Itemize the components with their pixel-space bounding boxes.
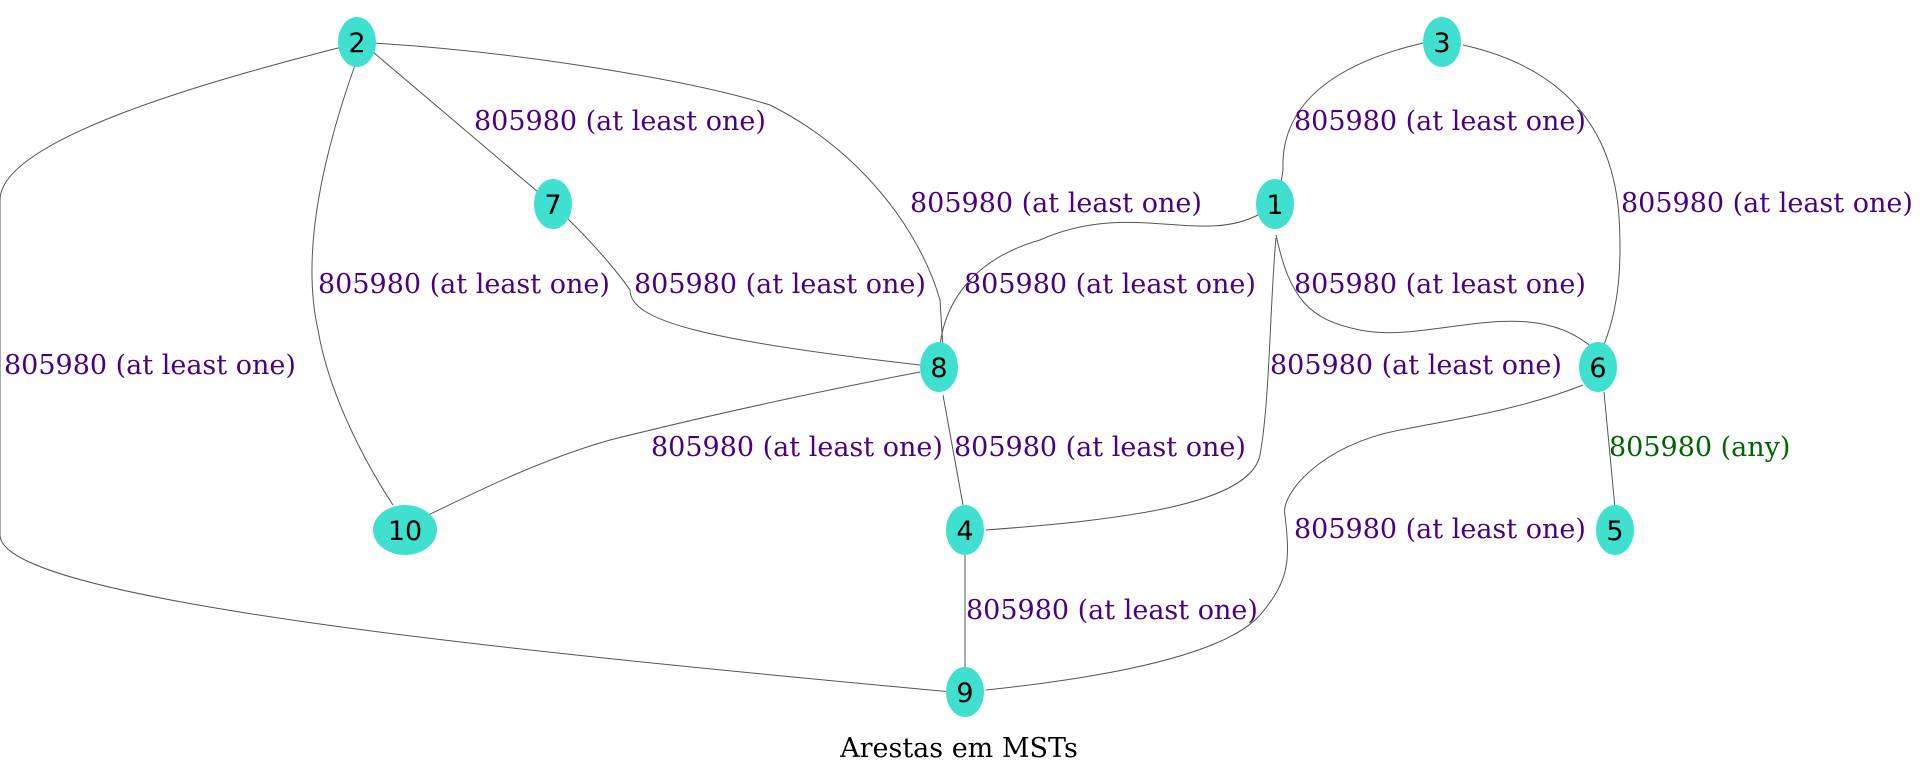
edge-label-2-8: 805980 (at least one) — [910, 188, 1202, 219]
node-9-shape — [946, 667, 984, 717]
edge-1-4 — [985, 237, 1277, 531]
edge-labels: 805980 (at least one) 805980 (at least o… — [4, 106, 1913, 626]
edge-3-1 — [1279, 42, 1424, 191]
edge-2-7 — [372, 51, 539, 193]
node-3-label: 3 — [1433, 28, 1450, 59]
edge-8-4 — [942, 394, 964, 506]
edges — [0, 42, 1621, 693]
edge-label-8-10: 805980 (at least one) — [651, 432, 943, 463]
node-2-shape — [338, 17, 376, 67]
node-1: 1 — [1256, 179, 1294, 229]
node-4-shape — [946, 505, 984, 555]
node-3: 3 — [1423, 17, 1461, 67]
edge-label-2-7: 805980 (at least one) — [474, 106, 766, 137]
node-4-label: 4 — [956, 516, 973, 547]
edge-label-6-5: 805980 (any) — [1609, 432, 1790, 463]
node-6: 6 — [1579, 342, 1617, 392]
node-1-label: 1 — [1266, 190, 1283, 221]
nodes: 2 7 8 10 4 9 3 1 — [338, 17, 1634, 717]
edge-label-1-8: 805980 (at least one) — [964, 269, 1256, 300]
edge-6-5 — [1603, 391, 1616, 509]
edge-label-6-9: 805980 (at least one) — [1294, 514, 1586, 545]
node-7: 7 — [534, 179, 572, 229]
edge-label-2-9: 805980 (at least one) — [4, 350, 296, 381]
node-6-label: 6 — [1589, 353, 1606, 384]
edge-2-8 — [372, 42, 944, 349]
edge-label-3-6: 805980 (at least one) — [1621, 188, 1913, 219]
node-9-label: 9 — [956, 678, 973, 709]
node-6-shape — [1579, 342, 1617, 392]
edge-3-6 — [1462, 44, 1621, 351]
edge-label-2-10: 805980 (at least one) — [318, 269, 610, 300]
node-10-label: 10 — [388, 516, 422, 547]
edge-8-10 — [417, 371, 921, 521]
node-8-shape — [920, 342, 958, 392]
graph-title: Arestas em MSTs — [839, 733, 1078, 764]
node-9: 9 — [946, 667, 984, 717]
node-2: 2 — [338, 17, 376, 67]
node-10: 10 — [373, 505, 437, 555]
node-2-label: 2 — [348, 28, 365, 59]
node-3-shape — [1423, 17, 1461, 67]
node-8-label: 8 — [930, 353, 947, 384]
node-5: 5 — [1596, 505, 1634, 555]
node-7-shape — [534, 179, 572, 229]
node-10-shape — [373, 505, 437, 555]
edge-label-8-4: 805980 (at least one) — [954, 432, 1246, 463]
edge-label-3-1: 805980 (at least one) — [1294, 106, 1586, 137]
node-7-label: 7 — [544, 190, 561, 221]
edge-label-4-9: 805980 (at least one) — [966, 595, 1258, 626]
edge-6-9 — [985, 384, 1584, 691]
node-5-label: 5 — [1606, 516, 1623, 547]
edge-2-10 — [311, 64, 394, 506]
edge-label-7-8: 805980 (at least one) — [634, 269, 926, 300]
node-8: 8 — [920, 342, 958, 392]
node-4: 4 — [946, 505, 984, 555]
edge-7-8 — [566, 217, 921, 366]
edge-1-6 — [1275, 234, 1596, 351]
node-5-shape — [1596, 505, 1634, 555]
edge-label-1-4: 805980 (at least one) — [1270, 350, 1562, 381]
node-1-shape — [1256, 179, 1294, 229]
edge-1-8 — [939, 214, 1259, 346]
edge-2-9 — [0, 46, 953, 693]
edge-label-1-6: 805980 (at least one) — [1294, 269, 1586, 300]
